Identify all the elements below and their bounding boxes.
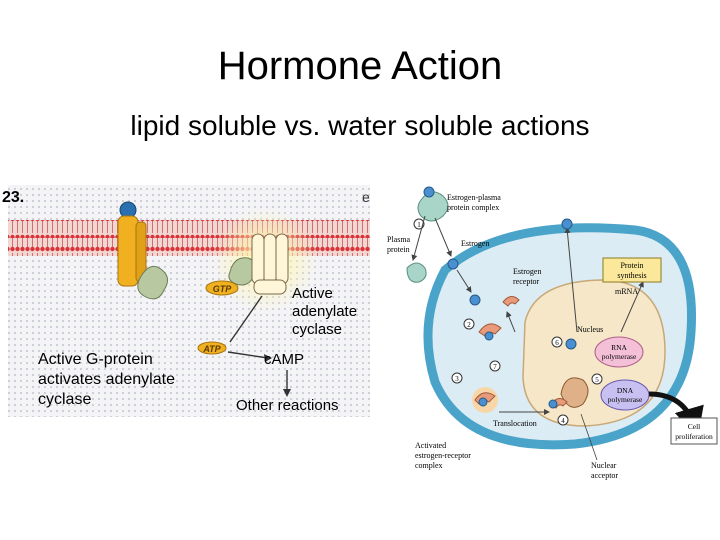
mrna-label: mRNA <box>615 287 638 296</box>
step-1-label: 1 <box>417 221 421 229</box>
cyclase-label-line-3: cyclase <box>292 321 342 338</box>
protein-synthesis-label-2: synthesis <box>617 271 646 280</box>
rna-polymerase-label-1: RNA <box>611 343 627 352</box>
free-receptor <box>502 296 520 307</box>
translocation-label: Translocation <box>493 419 537 428</box>
rna-polymerase <box>594 336 644 368</box>
free-estrogen <box>447 258 459 270</box>
complex-label-1: Estrogen-plasma <box>447 193 501 202</box>
caption-line-2: activates adenylate <box>38 371 175 388</box>
mrna-export-arrow <box>564 227 578 333</box>
free-plasma-protein <box>406 262 427 283</box>
other-reactions-label: Other reactions <box>236 397 339 414</box>
plasma-protein-label-2: protein <box>387 245 410 254</box>
adenylate-cyclase <box>251 233 289 295</box>
g-protein-figure: 23. e GTP Active adenylate cyclase ATP <box>0 180 375 420</box>
caption-line-1: Active G-protein <box>38 351 153 368</box>
cell-proliferation-label-2: proliferation <box>675 432 713 441</box>
atp-label: ATP <box>202 344 221 354</box>
estrogen-bound <box>423 186 435 198</box>
step-3-label: 3 <box>455 375 459 383</box>
cyclase-arrow <box>229 295 263 343</box>
cyclase-label-line-2: adenylate <box>292 303 357 320</box>
dna-polymerase-label-2: polymerase <box>608 395 643 404</box>
step-6-label: 6 <box>555 339 559 347</box>
gtp-molecule <box>205 280 239 296</box>
step-6-marker <box>551 336 563 348</box>
step-4-label: 4 <box>561 417 565 425</box>
step-7-label: 7 <box>493 363 497 371</box>
estrogen-label: Estrogen <box>461 239 489 248</box>
cyclase-label-line-1: Active <box>292 285 333 302</box>
gtp-label: GTP <box>213 284 232 294</box>
nucleus-label: Nucleus <box>577 325 603 334</box>
membrane-outer-layer <box>8 220 370 238</box>
step-1-marker <box>413 218 425 230</box>
svg-text:e: e <box>362 189 370 205</box>
estrogen-diagram: Estrogen-plasma protein complex 1 Plasma… <box>387 186 718 480</box>
figure-number: 23. <box>2 189 24 206</box>
protein-synthesis-label-1: Protein <box>620 261 643 270</box>
plasma-protein-label-1: Plasma <box>387 235 411 244</box>
slide-title: Hormone Action <box>217 44 503 88</box>
complex-label-2: protein complex <box>447 203 499 212</box>
receptor-label-2: receptor <box>513 277 540 286</box>
caption-line-3: cyclase <box>38 391 91 408</box>
atp-camp-arrow <box>227 351 269 359</box>
step-2-label: 2 <box>467 321 471 329</box>
dna-polymerase-label-1: DNA <box>617 386 634 395</box>
step-4-marker <box>557 414 569 426</box>
nuclear-acceptor <box>560 377 589 408</box>
g-protein-diagram: 23. e GTP Active adenylate cyclase ATP <box>2 185 370 417</box>
rna-polymerase-label-2: polymerase <box>602 352 637 361</box>
cell-proliferation-box <box>670 417 718 445</box>
activated-label-1: Activated <box>415 441 446 450</box>
activated-label-3: complex <box>415 461 443 470</box>
step-5-label: 5 <box>595 376 599 384</box>
plasma-protein-complex <box>417 191 449 222</box>
activated-label-2: estrogen-receptor <box>415 451 471 460</box>
step-2-marker <box>463 318 475 330</box>
cell-proliferation-label-1: Cell <box>688 422 701 431</box>
atp-molecule <box>197 341 227 355</box>
cytoplasm-estrogen <box>469 294 481 306</box>
receptor <box>117 215 139 287</box>
step-7-marker <box>489 360 501 372</box>
step-3-marker <box>451 372 463 384</box>
released-estrogen <box>561 218 573 230</box>
nuclear-acceptor-label-1: Nuclear <box>591 461 617 470</box>
g-protein-inactive <box>137 265 168 300</box>
estrogen-figure: Estrogen-plasma protein complex 1 Plasma… <box>385 182 720 482</box>
nuclear-acceptor-label-2: acceptor <box>591 471 618 480</box>
protein-synthesis-box <box>602 257 662 283</box>
slide-subtitle: lipid soluble vs. water soluble actions <box>130 110 590 141</box>
receptor-label-1: Estrogen <box>513 267 541 276</box>
camp-label: cAMP <box>264 351 304 368</box>
step-5-marker <box>591 373 603 385</box>
